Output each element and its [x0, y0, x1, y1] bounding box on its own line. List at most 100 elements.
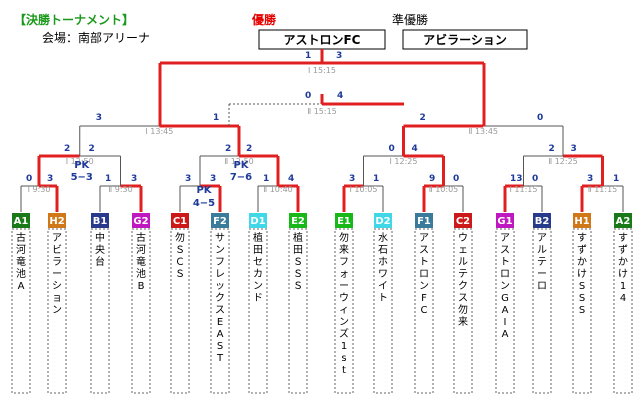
team-code-badge — [614, 213, 632, 228]
r2-score-left: 2 — [549, 144, 555, 154]
third-match-label: Ⅱ 15:15 — [307, 107, 337, 116]
final-match-label: Ⅰ 15:15 — [308, 66, 336, 75]
team-code-badge — [496, 213, 514, 228]
r2-match-label: Ⅱ 12:50 — [224, 157, 254, 166]
team-code-badge — [289, 213, 307, 228]
team-code: C2 — [456, 216, 470, 227]
third-score-right: 4 — [337, 91, 343, 101]
team-name-box — [495, 228, 515, 394]
team-name: 水石ホワイト — [378, 232, 388, 304]
sf-match-label: Ⅰ 13:45 — [145, 127, 173, 136]
runner-up-box — [402, 29, 528, 50]
r1-score-right: 4 — [288, 174, 294, 184]
team-name-box — [414, 228, 434, 394]
r1-match-label: Ⅰ 9:30 — [28, 185, 51, 194]
r2-match-label: Ⅱ 12:25 — [548, 157, 578, 166]
r1-score-right: 0 — [453, 174, 459, 184]
team-code-badge — [12, 213, 30, 228]
team-name-box — [248, 228, 268, 394]
team-code: A1 — [14, 216, 29, 227]
team-code: B2 — [535, 216, 550, 227]
team-code: H2 — [49, 216, 64, 227]
team-code: E1 — [337, 216, 351, 227]
r2-score-right: 4 — [412, 144, 418, 154]
team-code-badge — [573, 213, 591, 228]
team-name-box — [11, 228, 31, 394]
team-name-box — [373, 228, 393, 394]
r1-match-label: Ⅰ 10:05 — [350, 185, 378, 194]
r1-score-left: 3 — [185, 174, 191, 184]
runner-up-team: アビラーション — [423, 32, 507, 47]
r2-score-right: 3 — [571, 144, 577, 154]
team-code-badge — [48, 213, 66, 228]
team-name: 中央台 — [95, 231, 105, 268]
champion-team: アストロンFC — [283, 33, 360, 47]
sf-score-left: 2 — [420, 113, 426, 123]
team-name-box — [210, 228, 230, 394]
team-code: D1 — [250, 216, 265, 227]
sf-score-left: 3 — [96, 113, 102, 123]
r2-score-left: 2 — [225, 144, 231, 154]
team-name-box — [288, 228, 308, 394]
r1-score-right: 3 — [47, 174, 53, 184]
team-name: アビラーション — [52, 233, 62, 316]
team-code: A2 — [616, 216, 631, 227]
r1-score-left: 1 — [263, 174, 269, 184]
venue-label: 会場：南部アリーナ — [42, 30, 150, 45]
r1-score-left: 3 — [587, 174, 593, 184]
r2-score-left: 2 — [64, 144, 70, 154]
r1-pk-label: PK — [196, 185, 212, 196]
champion-label: 優勝 — [251, 12, 277, 27]
sf-score-right: 1 — [213, 113, 219, 123]
team-name-box — [334, 228, 354, 394]
r1-match-label: Ⅰ 11:15 — [510, 185, 538, 194]
team-code: H1 — [574, 216, 589, 227]
team-code: F1 — [417, 216, 431, 227]
final-score-right: 3 — [336, 51, 342, 61]
r1-match-label: Ⅱ 10:05 — [429, 185, 459, 194]
r1-score-right: 1 — [613, 174, 619, 184]
r2-match-label: Ⅰ 12:25 — [390, 157, 418, 166]
team-code: F2 — [213, 216, 227, 227]
r1-score-right: 1 — [373, 174, 379, 184]
r2-pk-score: 5−3 — [71, 172, 93, 183]
r1-score-right: 0 — [532, 174, 538, 184]
r1-score-left: 1 — [105, 174, 111, 184]
r2-pk-label: PK — [74, 160, 90, 171]
team-code-badge — [211, 213, 229, 228]
r1-match-label: Ⅱ 10:40 — [263, 185, 293, 194]
r1-score-left: 3 — [349, 174, 355, 184]
team-code-badge — [171, 213, 189, 228]
r1-match-label: Ⅱ 9:30 — [108, 185, 132, 194]
team-code-badge — [454, 213, 472, 228]
sf-score-right: 0 — [537, 113, 543, 123]
r2-score-right: 2 — [246, 144, 252, 154]
r1-score-right: 3 — [131, 174, 137, 184]
team-code-badge — [132, 213, 150, 228]
r2-score-left: 0 — [389, 144, 395, 154]
team-code-badge — [249, 213, 267, 228]
r2-match-label: Ⅰ 12:50 — [66, 157, 94, 166]
r1-score-left: 13 — [510, 174, 523, 184]
team-name-box — [532, 228, 552, 394]
team-name-box — [131, 228, 151, 394]
